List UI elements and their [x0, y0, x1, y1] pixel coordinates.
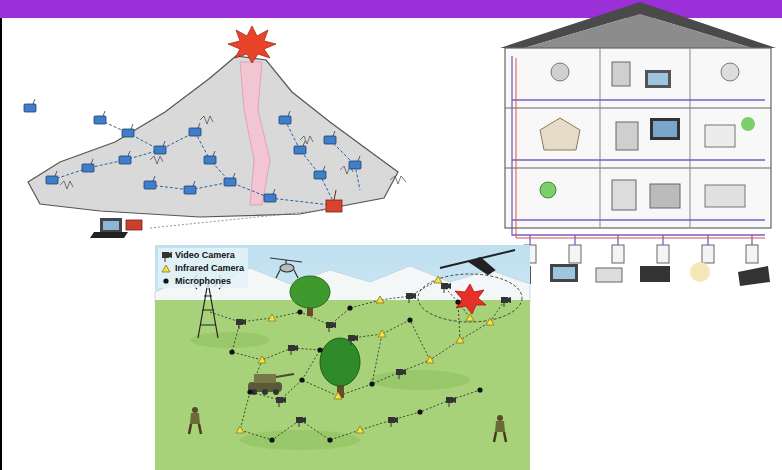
legend-sample [162, 252, 172, 262]
house-illustration [500, 2, 776, 286]
battlefield-illustration [155, 245, 530, 470]
legend-text: Video Camera [175, 250, 235, 261]
legend-text: Microphones [175, 276, 231, 287]
legend-sample [162, 265, 170, 272]
frame-line [0, 18, 2, 470]
legend-text: Infrared Camera [175, 263, 244, 274]
volcano-illustration [24, 26, 406, 238]
legend-sample [163, 278, 168, 283]
